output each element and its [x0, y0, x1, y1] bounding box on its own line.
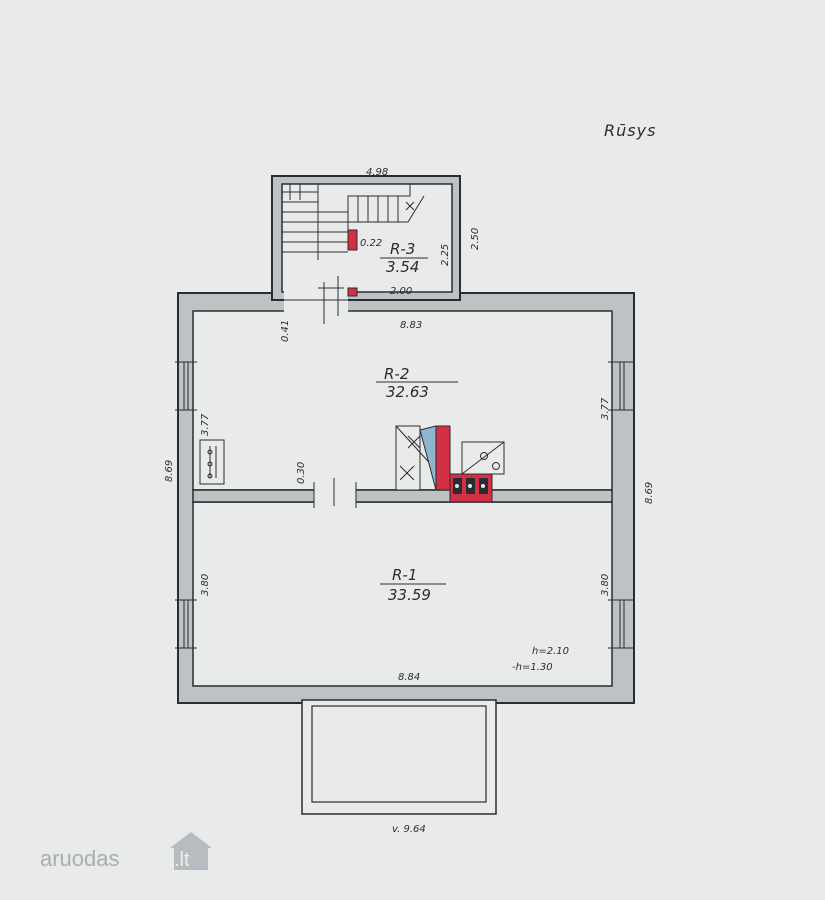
lower-annex-inner: [311, 705, 487, 803]
radiator-r2: [199, 439, 225, 485]
window-right-r2: [608, 361, 634, 411]
window-left-r1: [175, 599, 197, 649]
height-minus-h: -h=1.30: [512, 662, 553, 673]
dim-r2-left: 3.77: [200, 413, 211, 436]
room-r1-area: 33.59: [388, 586, 431, 604]
watermark-suffix: .lt: [174, 849, 190, 871]
room-r1-floor: [192, 501, 613, 687]
aruodas-watermark: aruodas .lt: [40, 832, 212, 871]
room-r2-floor: [192, 310, 613, 491]
dim-r3-small: 0.22: [360, 238, 382, 249]
dim-partition: 0.30: [296, 462, 307, 484]
dim-r2-left-wall: 0.41: [280, 320, 291, 342]
r3-r2-opening: [284, 288, 348, 314]
room-r3-id: R-3: [390, 240, 415, 258]
room-r2-id: R-2: [384, 365, 409, 383]
dim-r1-right: 3.80: [600, 574, 611, 596]
dim-r3-bottom: 2.00: [390, 286, 412, 297]
window-left-r2: [175, 361, 197, 411]
window-right-r1: [608, 599, 634, 649]
dim-r2-right: 3.77: [600, 397, 611, 420]
dim-r3-right-inner: 2.25: [440, 244, 451, 266]
dim-r3-right-outer: 2.50: [470, 228, 481, 250]
partition-wall: [192, 489, 613, 503]
room-r3-area: 3.54: [386, 258, 419, 276]
plan-title: Rūsys: [604, 121, 656, 140]
dim-outer-left: 8.69: [164, 460, 175, 482]
watermark-text: aruodas: [40, 846, 120, 871]
room-r1-id: R-1: [392, 566, 417, 584]
dim-r1-bottom: 8.84: [398, 672, 420, 683]
dim-r3-top: 4.98: [366, 167, 388, 178]
dim-outer-right: 8.69: [644, 482, 655, 504]
stove-block: [395, 425, 505, 503]
watermark-house-icon: [174, 846, 208, 870]
dim-r1-left: 3.80: [200, 574, 211, 596]
chimney-mark: [347, 229, 358, 251]
dim-r2-top: 8.83: [400, 320, 422, 331]
partition-door: [314, 488, 356, 504]
dim-annex-bottom: v. 9.64: [392, 824, 426, 835]
room-r2-area: 32.63: [386, 383, 429, 401]
lower-annex-outline: [301, 699, 497, 815]
chimney-mark-small: [347, 287, 358, 297]
height-h: h=2.10: [532, 646, 569, 657]
